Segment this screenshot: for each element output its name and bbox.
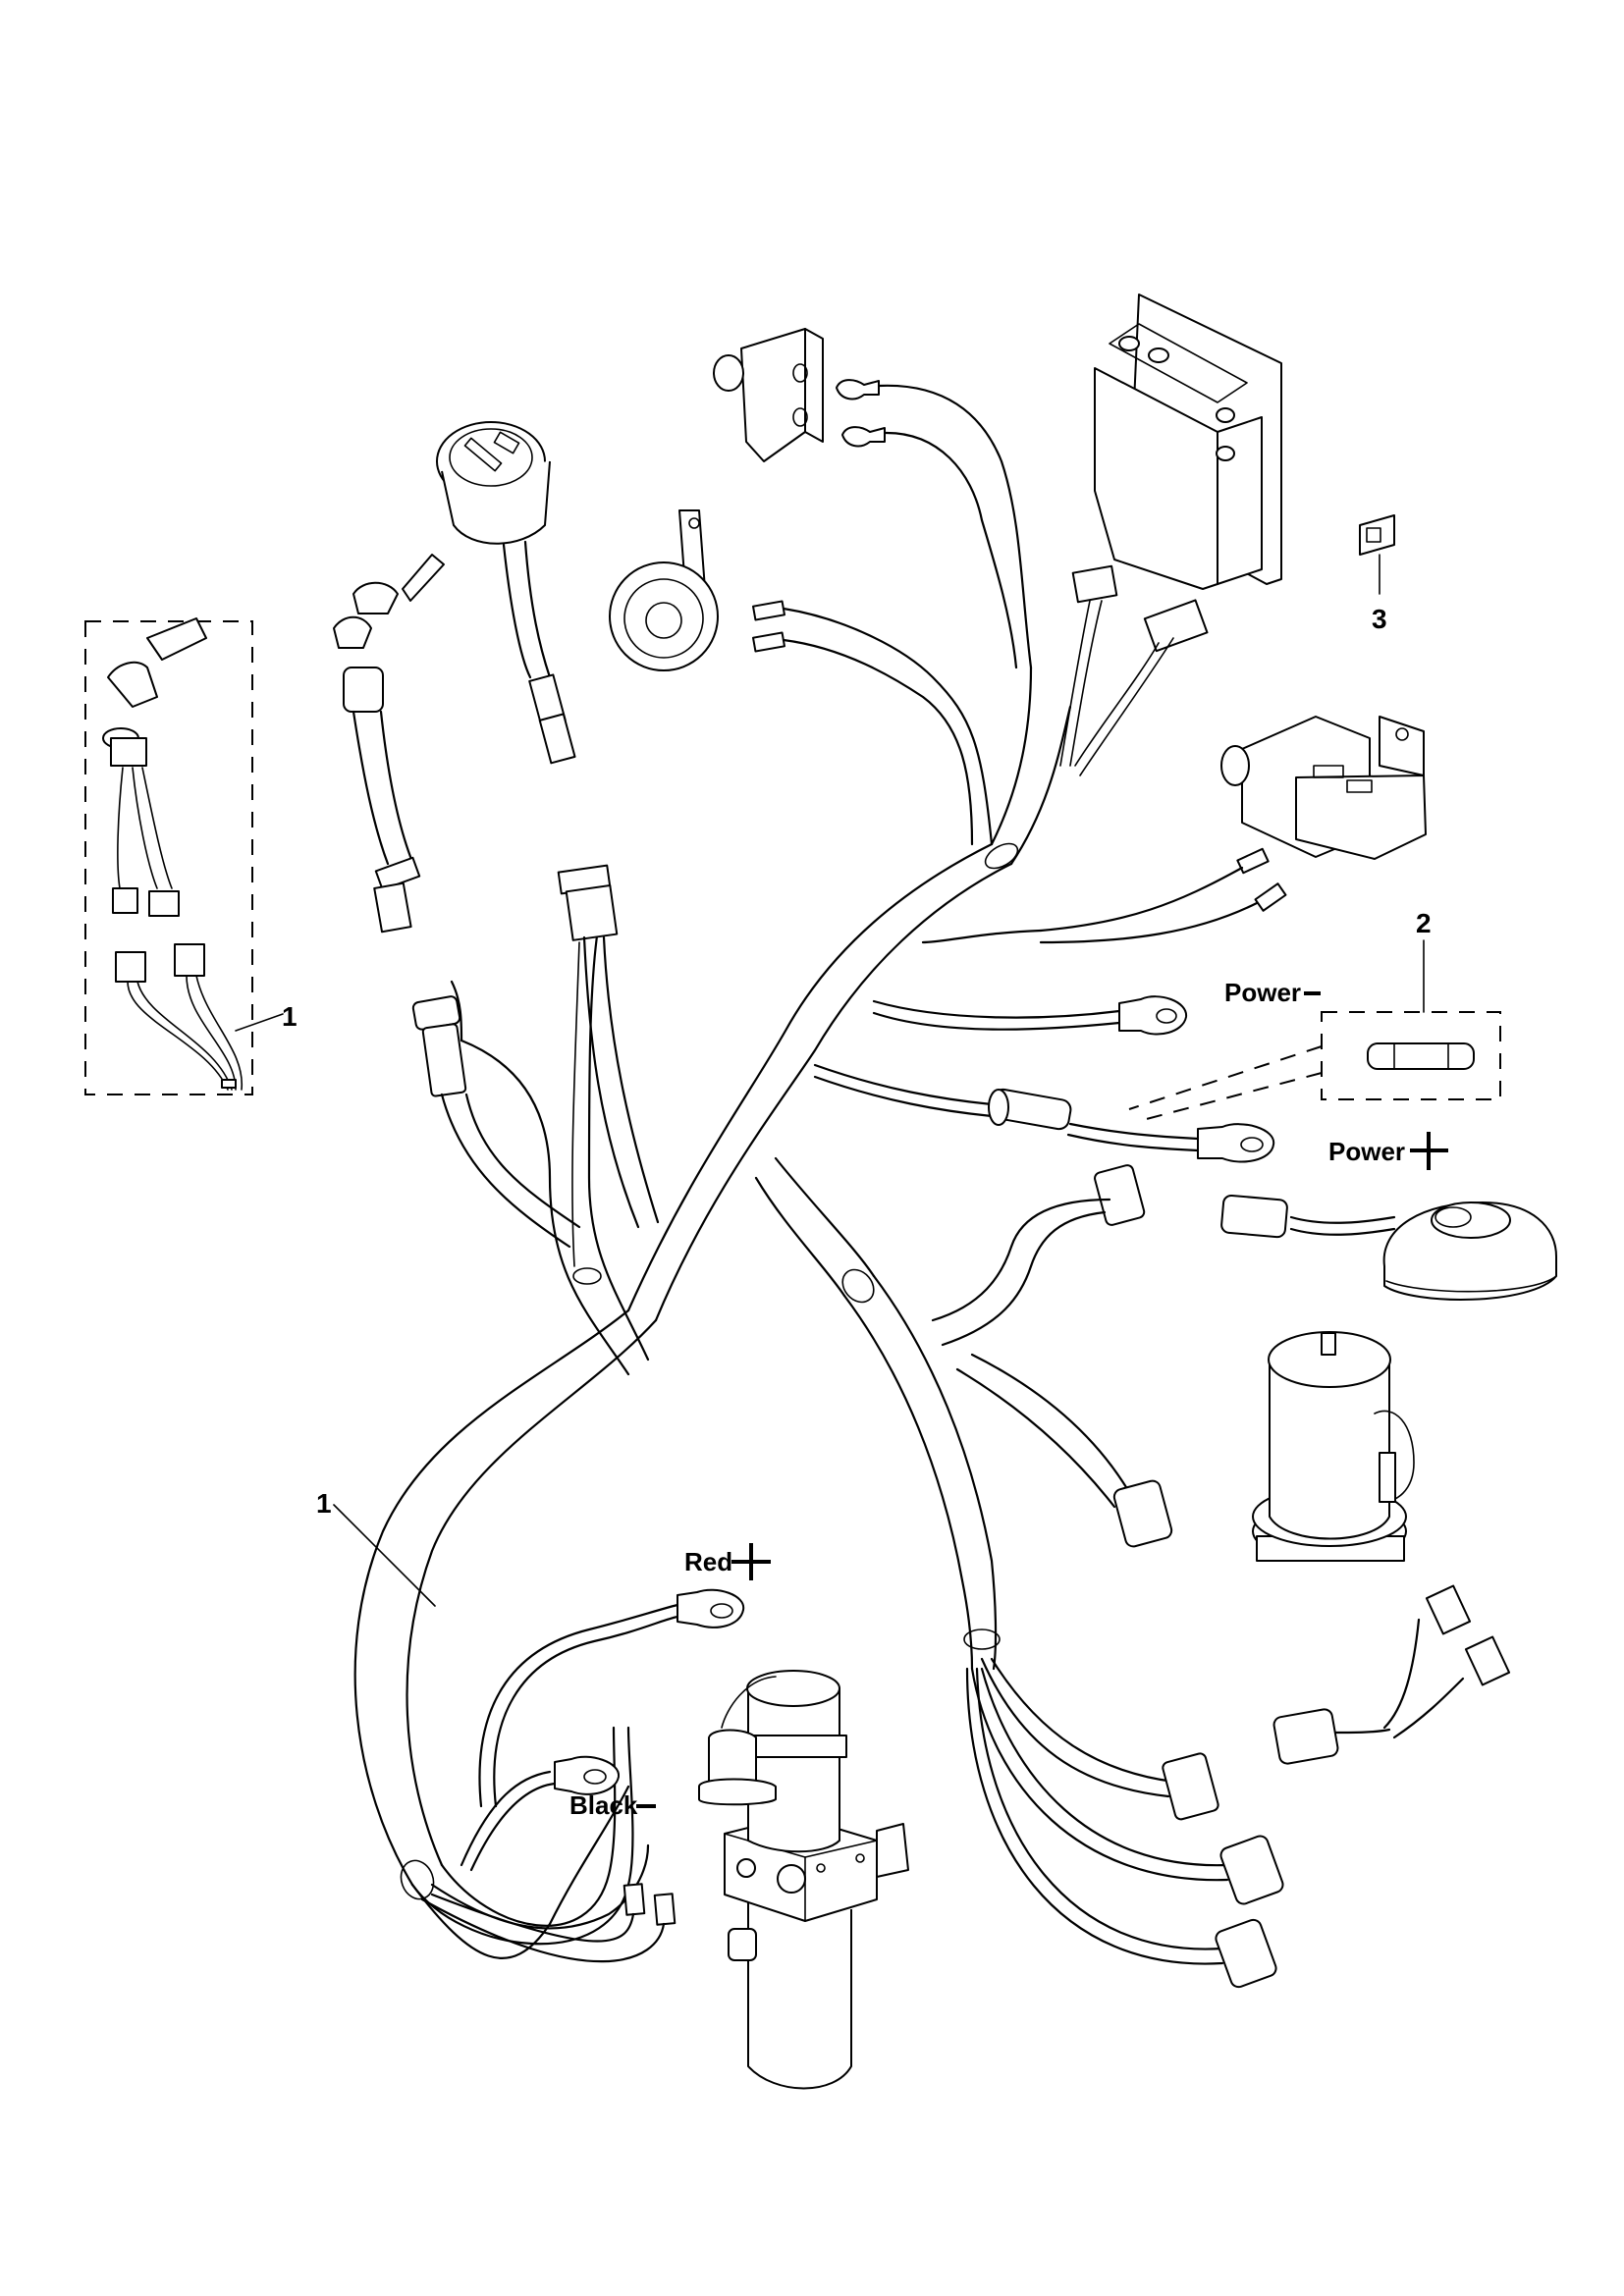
battery-indicator (436, 421, 576, 765)
horn (609, 509, 719, 671)
side-switches (1272, 1584, 1511, 1765)
callout-2: 2 (1416, 908, 1432, 1013)
spade-terminals (420, 1883, 677, 1963)
connector-upper-middle (557, 864, 660, 1229)
motor-controller (1059, 294, 1282, 776)
micro-switch-wires (836, 379, 1033, 669)
black-negative-cable (460, 1755, 620, 1872)
main-harness (353, 666, 1072, 1900)
black-negative-text: Black (569, 1790, 638, 1820)
fuse-holder-cable (813, 1063, 1275, 1163)
brake-connector (1220, 1194, 1396, 1239)
key-switch-detail (84, 617, 253, 1095)
callout-number: 2 (1416, 908, 1432, 938)
power-positive-label: Power (1328, 1132, 1448, 1170)
power-positive-text: Power (1328, 1137, 1405, 1166)
brake-harness-connector (931, 1164, 1146, 1347)
red-positive-cable (478, 1588, 745, 1808)
drive-motor (1252, 1331, 1415, 1562)
connector-lower-2 (970, 1667, 1284, 1905)
electromagnetic-brake (1382, 1201, 1557, 1301)
relay-wires (921, 847, 1287, 944)
pump-motor-unit (698, 1670, 909, 2090)
red-positive-label: Red (684, 1543, 771, 1580)
callout-1-key-switch: 1 (235, 1001, 298, 1032)
power-negative-text: Power (1224, 978, 1301, 1007)
callout-number: 1 (282, 1001, 298, 1032)
callout-3: 3 (1372, 554, 1387, 634)
callout-1-main: 1 (316, 1488, 436, 1607)
harness-branch-upper-left (450, 921, 650, 1376)
connector-upper-left (411, 995, 581, 1249)
power-negative-label: Power (1224, 978, 1321, 1007)
connector-lower-1 (980, 1657, 1219, 1821)
clip (1359, 514, 1395, 556)
callout-number: 3 (1372, 604, 1387, 634)
connector-lower-3 (965, 1667, 1277, 1989)
micro-switch (713, 328, 824, 462)
lower-harness-loop (410, 1726, 650, 1959)
callout-number: 1 (316, 1488, 332, 1519)
key-switch (333, 554, 445, 934)
fuse-detail (1128, 1011, 1501, 1122)
horn-wires (752, 600, 994, 846)
black-negative-label: Black (569, 1790, 656, 1820)
power-negative-cable (872, 995, 1188, 1036)
relay-contactor (1220, 716, 1427, 860)
red-positive-text: Red (684, 1547, 732, 1576)
connector-mid-right (955, 1353, 1173, 1548)
